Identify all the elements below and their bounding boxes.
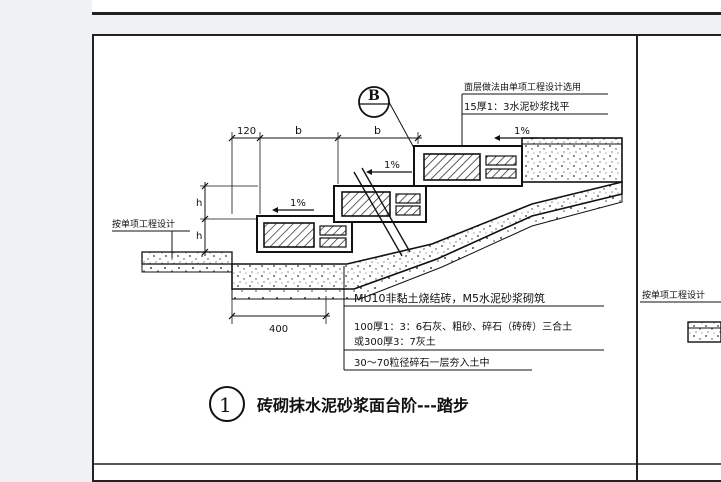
dimension-bottom [228, 296, 330, 324]
dim-b-2: b [374, 124, 381, 137]
note-gravel: 30～70粒径碎石一层夯入土中 [354, 356, 489, 369]
slope-label-upper: 1% [514, 126, 530, 137]
slope-arrows [272, 135, 538, 213]
right-partial-drawing [640, 301, 721, 343]
dim-h-2: h [196, 231, 202, 242]
step-section-drawing: 1% 1% 1% 120 b b h h 400 [92, 34, 721, 482]
step-1 [256, 215, 353, 253]
dimension-left [200, 182, 258, 256]
top-landing [521, 137, 623, 183]
left-ground-slab [141, 251, 233, 273]
note-base-2: 或300厚3：7灰土 [354, 335, 436, 348]
dim-400: 400 [269, 324, 288, 335]
step-3 [413, 145, 523, 187]
dimension-top [228, 132, 422, 214]
title-number: 1 [219, 393, 232, 417]
slope-label-lower: 1% [290, 198, 306, 209]
dim-b-1: b [295, 124, 302, 137]
dim-h-1: h [196, 198, 202, 209]
top-strip [92, 0, 721, 15]
drawing-frame [92, 34, 721, 482]
title-text: 砖砌抹水泥砂浆面台阶---踏步 [257, 396, 469, 415]
note-plaster: 15厚1：3水泥砂浆找平 [464, 100, 569, 113]
detail-marker [358, 86, 415, 149]
note-left: 按单项工程设计 [112, 218, 175, 230]
note-masonry: MU10非黏土烧结砖，M5水泥砂浆砌筑 [354, 291, 545, 305]
note-surface: 面层做法由单项工程设计选用 [464, 81, 581, 93]
title-block [209, 386, 245, 422]
slope-label-middle: 1% [384, 160, 400, 171]
dim-120: 120 [237, 126, 256, 137]
lower-leader [343, 266, 604, 371]
break-line [353, 167, 411, 257]
drawing-sheet: 1% 1% 1% 120 b b h h 400 [92, 34, 721, 482]
concrete-base [231, 180, 623, 300]
detail-marker-label: B [368, 88, 380, 104]
note-base-1: 100厚1：3：6石灰、粗砂、碎石（砖砖）三合土 [354, 320, 572, 333]
top-leader [461, 93, 608, 146]
note-right: 按单项工程设计 [642, 289, 705, 301]
